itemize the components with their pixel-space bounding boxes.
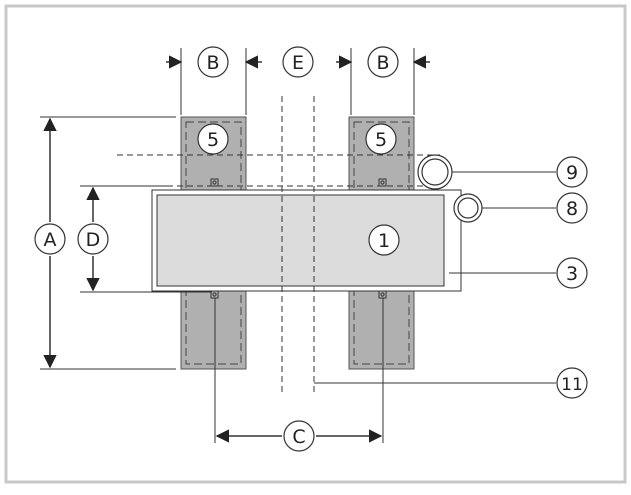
dimension-b-right-label: B: [376, 52, 389, 74]
dimension-a: A: [34, 117, 66, 369]
ring-upper-label: 9: [566, 162, 578, 184]
extension-lines: [40, 116, 212, 370]
callout-11: 11: [314, 367, 588, 399]
dimension-d-label: D: [86, 229, 101, 251]
centerline-label: 11: [561, 375, 583, 395]
callout-panel: 1: [368, 224, 400, 256]
panel-label: 1: [378, 230, 390, 252]
callout-8: 8: [482, 192, 588, 224]
dimension-e-label: E: [292, 52, 304, 74]
dimension-b-left-label: B: [206, 52, 219, 74]
dimension-c: C: [214, 298, 384, 452]
frame-label: 3: [566, 263, 578, 285]
callout-rail-right: 5: [365, 123, 397, 155]
rail-right-label: 5: [375, 129, 387, 151]
dimension-e: E: [282, 46, 314, 78]
dimension-b-right: B: [336, 46, 430, 115]
callout-3: 3: [449, 257, 588, 289]
dimension-c-label: C: [292, 426, 305, 448]
callout-9: 9: [452, 156, 588, 188]
callout-rail-left: 5: [197, 123, 229, 155]
dimension-d: D: [77, 186, 109, 292]
dimension-b-left: B: [166, 46, 262, 115]
panel-window: [156, 194, 445, 287]
rail-left-label: 5: [207, 129, 219, 151]
ring-icon: [417, 154, 483, 223]
ring-lower-label: 8: [566, 198, 578, 220]
dimension-a-label: A: [44, 229, 57, 251]
